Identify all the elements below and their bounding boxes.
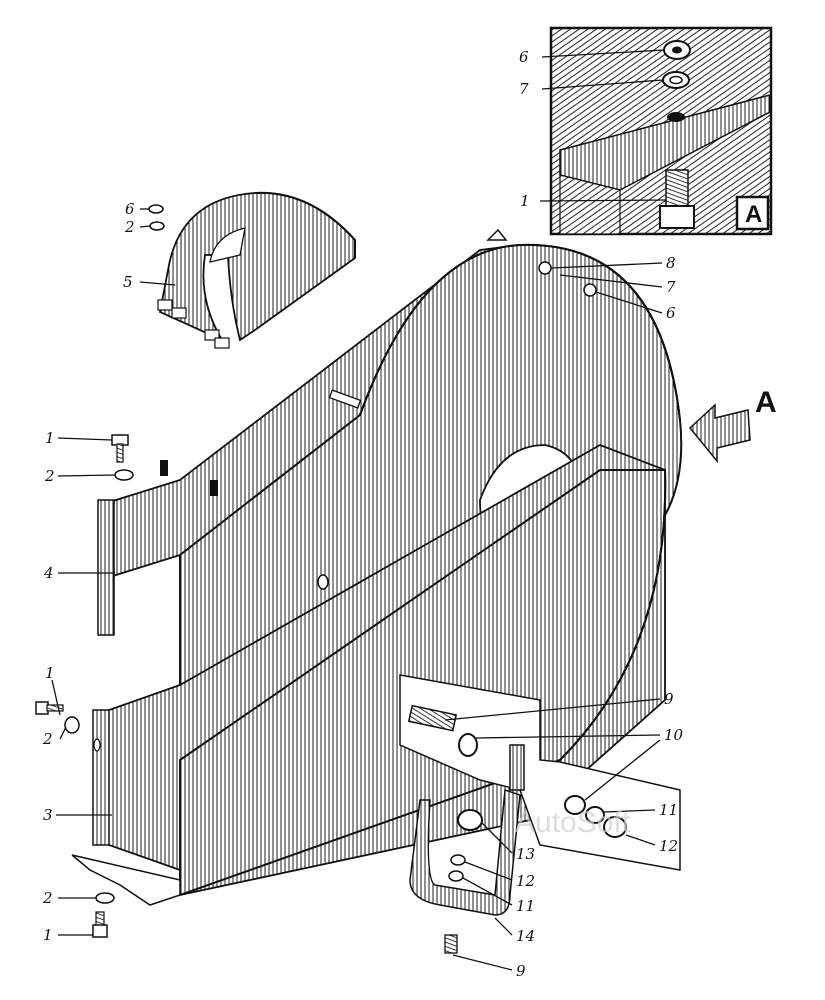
inset-callout-1: 1 <box>520 192 530 210</box>
callout-10: 10 <box>664 726 684 744</box>
view-arrow-label: A <box>755 386 777 419</box>
callout-14: 14 <box>516 927 535 945</box>
callout-12-lower: 12 <box>516 872 535 890</box>
left-hardware <box>35 434 134 938</box>
washer-icon <box>114 469 134 481</box>
callout-12-right: 12 <box>659 837 678 855</box>
callouts-right: 8 7 6 <box>550 254 676 322</box>
inset-washer-icon <box>662 71 690 89</box>
callout-2-upper: 2 <box>44 467 55 485</box>
bracket-assembly <box>399 674 681 954</box>
inset-callout-6: 6 <box>519 48 529 66</box>
callout-9-bottom: 9 <box>516 962 526 980</box>
callout-6-left: 6 <box>125 200 135 218</box>
callout-7: 7 <box>666 278 676 296</box>
callout-8: 8 <box>666 254 676 272</box>
top-small-cover <box>148 191 356 349</box>
washer-icon <box>95 892 115 904</box>
inset-nut-icon <box>663 40 691 60</box>
callout-2-bottom: 2 <box>42 889 53 907</box>
inset-bolt-icon <box>659 169 695 229</box>
callout-5: 5 <box>123 273 133 291</box>
bolt-icon <box>92 911 108 938</box>
callout-11-right: 11 <box>659 801 678 819</box>
bolt-icon <box>35 701 64 715</box>
inset-view-label: A <box>745 201 762 228</box>
callout-2-middle: 2 <box>42 730 53 748</box>
callouts-left: 6 2 5 1 2 4 1 2 3 2 1 <box>42 200 176 944</box>
callout-4: 4 <box>43 564 54 582</box>
callout-1-upper: 1 <box>45 429 55 447</box>
watermark: AutoSoft <box>515 806 631 839</box>
callout-3: 3 <box>43 806 53 824</box>
inset-view-a: A 6 7 1 <box>519 26 773 236</box>
bolt-icon <box>111 434 129 463</box>
callouts-bracket: 9 10 11 12 13 12 11 14 9 <box>444 690 684 980</box>
inset-bolt-hole <box>667 112 685 122</box>
callout-2-top: 2 <box>124 218 135 236</box>
callout-9-top: 9 <box>664 690 674 708</box>
washer-icon <box>64 716 80 734</box>
callout-1-middle: 1 <box>45 664 55 682</box>
callout-11-lower: 11 <box>516 897 535 915</box>
callout-6-right: 6 <box>666 304 676 322</box>
callout-1-bottom: 1 <box>43 926 53 944</box>
inset-callout-7: 7 <box>519 80 529 98</box>
callout-13: 13 <box>516 845 535 863</box>
view-direction-arrow: A <box>688 386 777 464</box>
